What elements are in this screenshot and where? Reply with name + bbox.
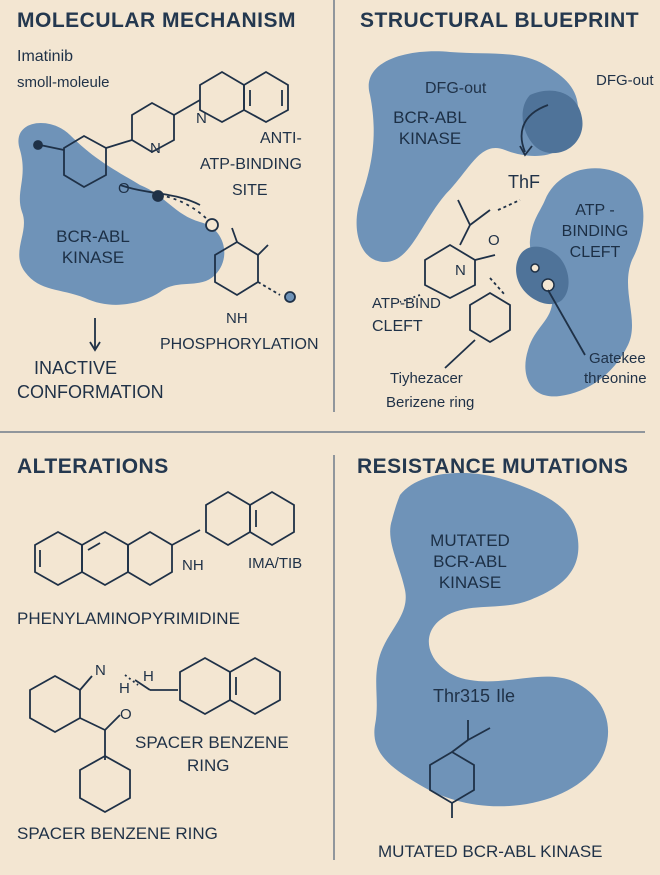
blueprint-kinase-label: BCR-ABL KINASE [390,107,470,149]
ring-benzene-top [243,70,289,124]
threonine-label: threonine [584,370,647,387]
resistance-title: RESISTANCE MUTATIONS [357,455,629,478]
threonine-residue-drawing [429,720,491,818]
tiyhezacer-label: Tiyhezacer [390,370,463,387]
nh-label: NH [226,310,248,327]
atp-cleft-line-2: BINDING [561,223,629,240]
pocket-atom-icon [530,263,540,273]
dfg-out-outer-label: DFG-out [596,72,654,89]
mutated-bottom-label: MUTATED BCR-ABL KINASE [378,842,603,861]
kinase-blob-large [356,51,579,262]
alterations-nh-label: NH [182,557,204,574]
blueprint-atom-n: N [455,262,466,279]
alterations-molecule-drawing [29,490,295,814]
berizene-label: Berizene ring [386,394,475,411]
bcr-abl-blob [18,123,225,305]
atp-binding-label: ATP-BINDING [200,156,302,173]
blueprint-molecule-drawing [399,104,586,369]
spacer-bottom-label: SPACER BENZENE RING [17,824,218,843]
ring-label: RING [187,756,230,775]
mechanism-title: MOLECULAR MECHANISM [17,9,296,32]
ile-text: Ile [496,686,516,706]
anti-label: ANTI- [260,130,302,147]
conformation-label: CONFORMATION [17,382,164,402]
gatekeeper-label: Gatekee [589,350,646,367]
atp-bind-label: ATP-BIND [372,295,441,312]
imatib-label: IMA/TIB [248,555,303,572]
atp-cleft-line-3: CLEFT [569,244,621,261]
imatinib-molecule-drawing [33,70,296,352]
phosphorylation-label: PHOSPHORYLATION [160,336,319,353]
gatekeeper-residue-icon [541,278,555,292]
gatekeeper-pocket [516,246,569,305]
site-label: SITE [232,182,268,199]
alterations-title: ALTERATIONS [17,455,169,478]
kinase-label-line-2: KINASE [61,248,125,267]
blueprint-title: STRUCTURAL BLUEPRINT [360,9,640,32]
atp-cleft-label: ATP - BINDING CLEFT [550,200,640,263]
alterations-h-label-1: H [119,680,130,697]
spacer-label: SPACER BENZENE [135,733,289,752]
atp-cleft-line-1: ATP - [575,202,615,219]
atp-cleft-blob [525,168,644,397]
thf-label: ThF [508,172,541,192]
blueprint-atom-o: O [488,232,500,249]
dfg-out-dark-blob [522,90,583,154]
mutated-line-1: MUTATED [430,531,510,550]
imatinib-label: Imatinib [17,48,74,65]
alterations-n-label: N [95,662,106,679]
kinase-label: BCR-ABL KINASE [33,226,153,268]
blueprint-kinase-line-2: KINASE [398,129,462,148]
alterations-o-label: O [120,706,132,723]
atom-n-label: N [150,140,161,157]
mutated-line-3: KINASE [438,573,502,592]
atom-o-label: O [118,180,130,197]
thr315-text: Thr315 [433,686,491,706]
ring-phenyl [469,291,511,344]
kinase-label-line-1: BCR-ABL [56,227,130,246]
ring-left [63,134,107,189]
alterations-h-label-2: H [143,668,154,685]
dfg-out-inner-label: DFG-out [425,80,487,97]
mutated-kinase-label: MUTATED BCR-ABL KINASE [420,530,520,593]
small-molecule-label: smoll-moleule [17,74,110,91]
mutated-line-2: BCR-ABL [433,552,507,571]
blueprint-kinase-line-1: BCR-ABL [393,108,467,127]
cleft-label: CLEFT [372,318,423,335]
phenylamino-label: PHENYLAMINOPYRIMIDINE [17,609,240,628]
mutated-kinase-blob [374,472,609,807]
atom-n-label-2: N [196,110,207,127]
inactive-label: INACTIVE [34,358,118,378]
ring-pyrrolidine [424,243,476,300]
